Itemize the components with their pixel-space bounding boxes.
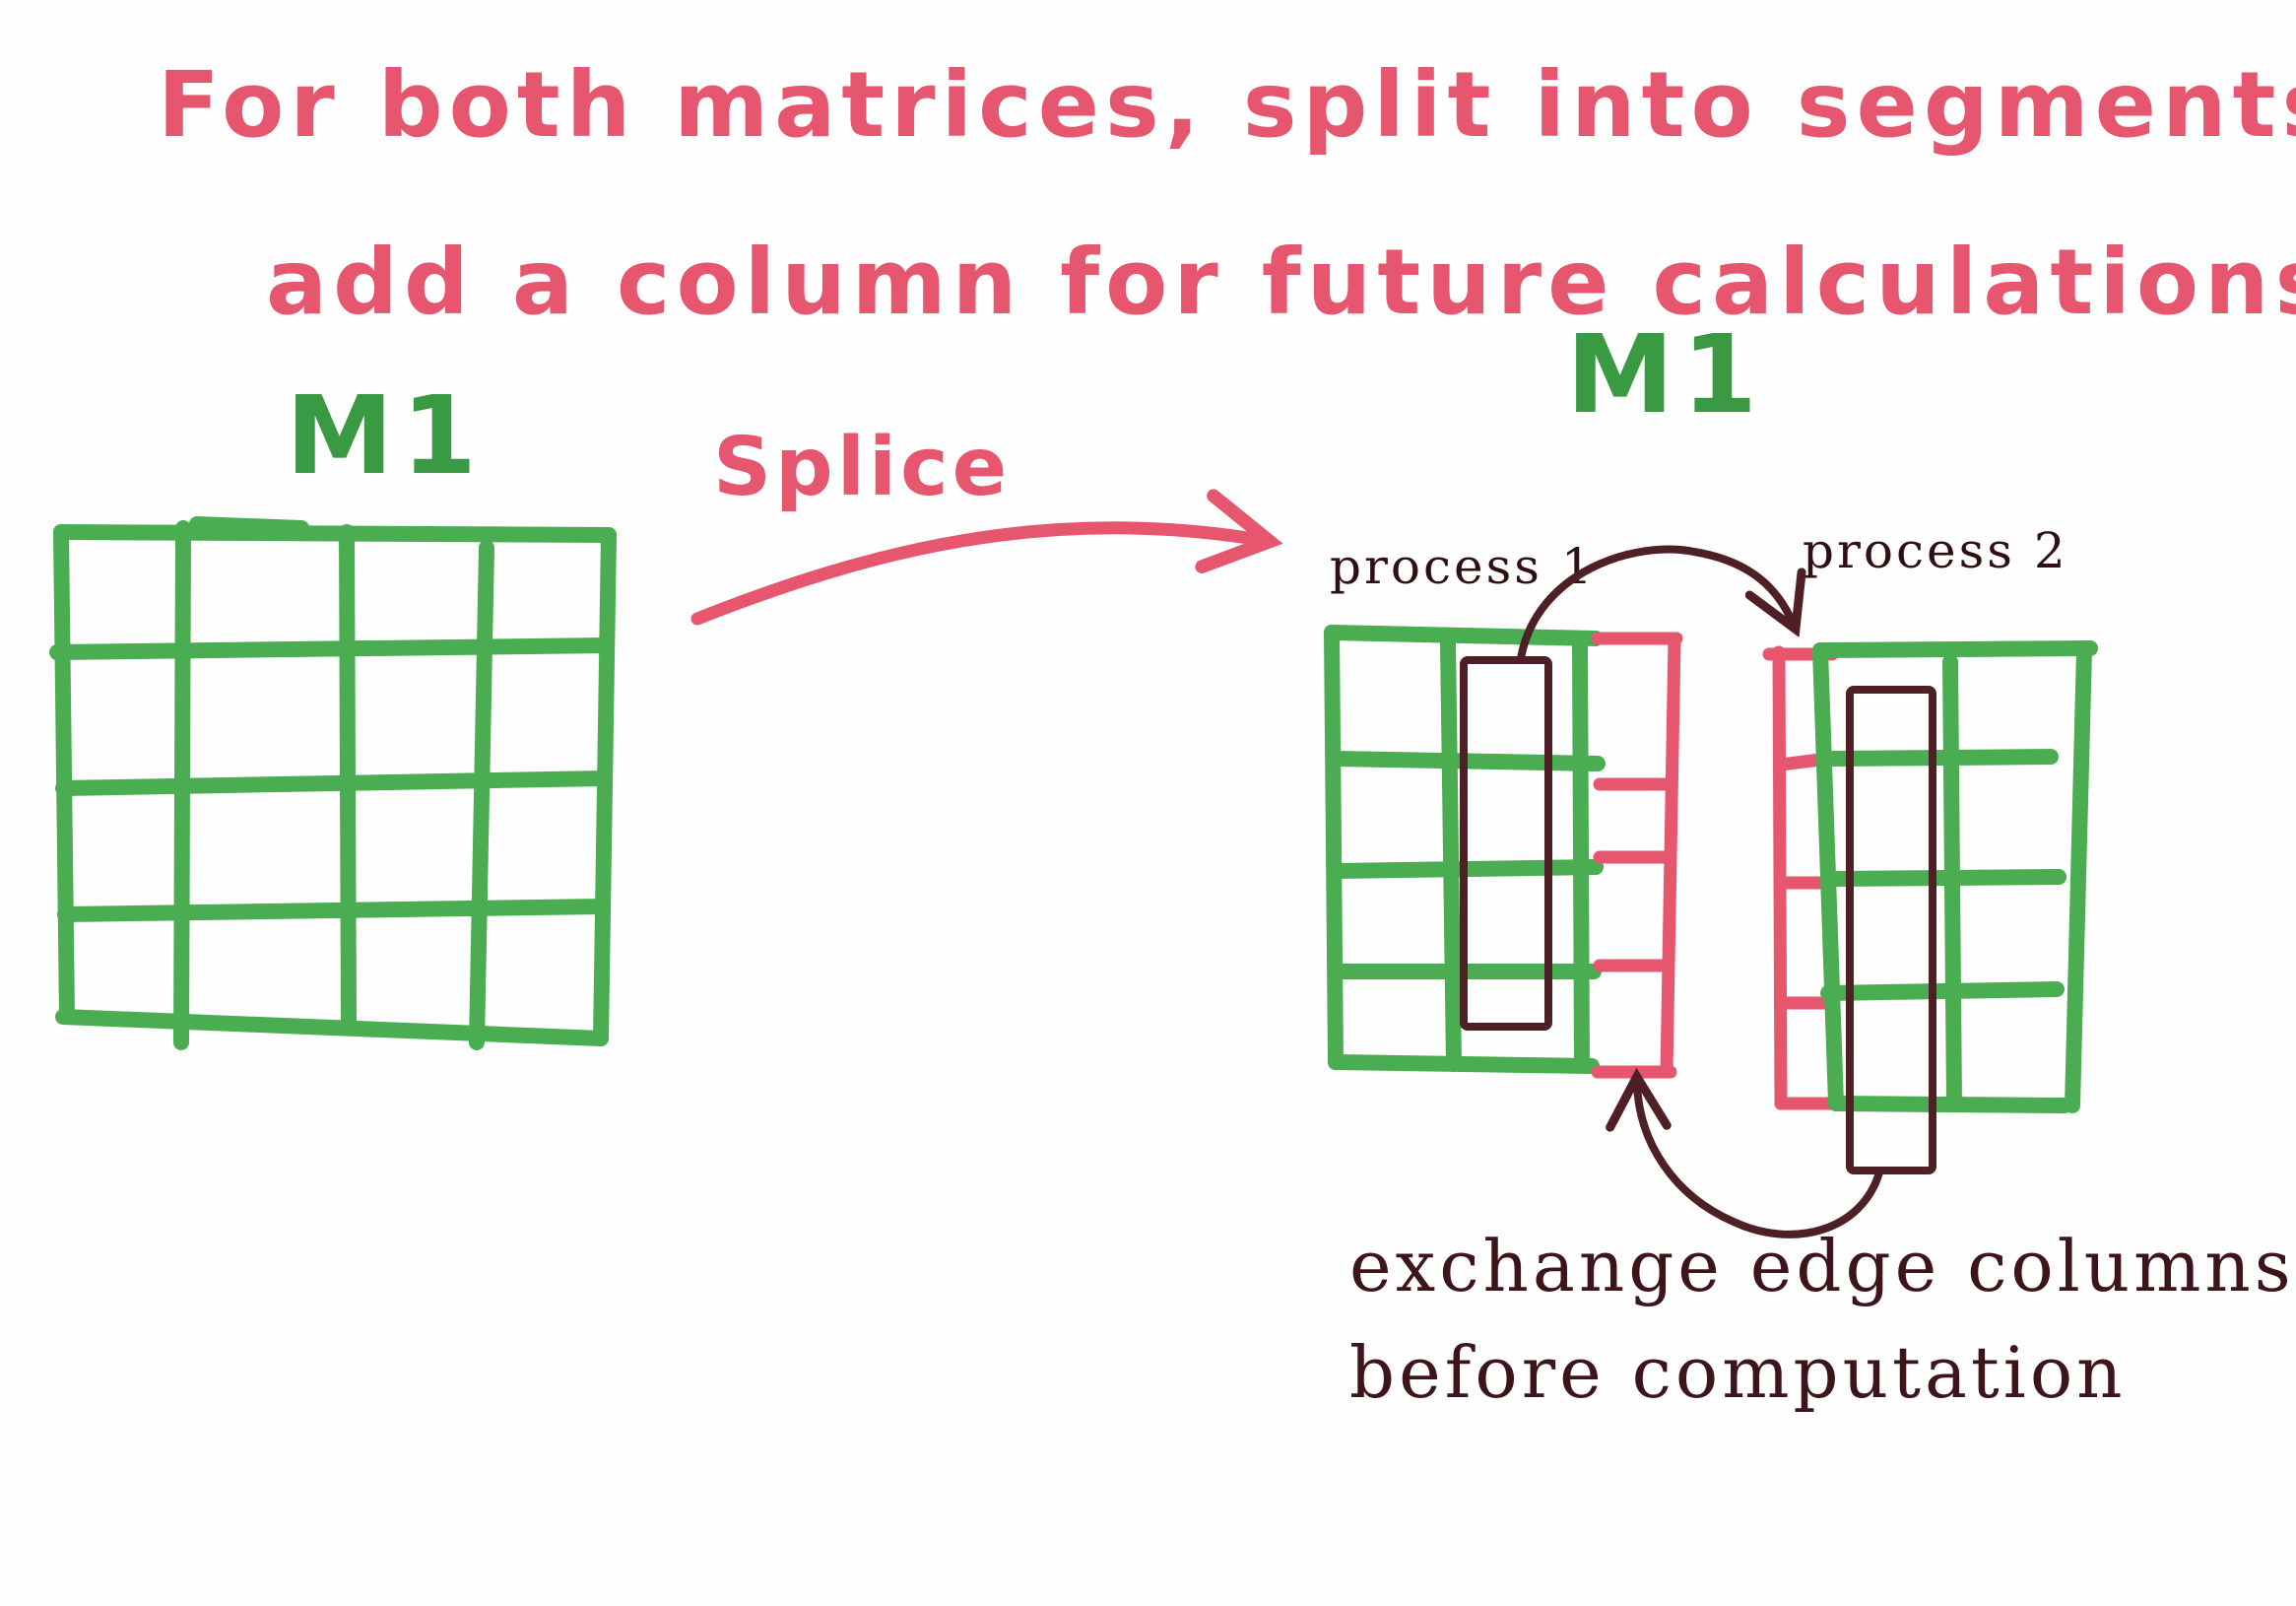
splice-arrow [690, 489, 1283, 626]
note-line-2: before computation [1349, 1331, 2127, 1414]
matrix-left-grid [49, 516, 617, 1050]
title-line-1: For both matrices, split into segments a… [158, 52, 2296, 158]
splice-label: Splice [713, 421, 1011, 514]
process-2-segment [1812, 640, 2098, 1113]
process-1-label: process 1 [1330, 538, 1596, 595]
process-1-extra-column [1591, 632, 1683, 1079]
matrix-right-label: M1 [1566, 311, 1765, 437]
process-2-edge-box [1846, 686, 1936, 1174]
process-1-edge-box [1460, 656, 1552, 1031]
note-line-1: exchange edge columns [1349, 1225, 2295, 1307]
matrix-left-label: M1 [286, 372, 485, 499]
exchange-arrow-bottom [1606, 1067, 1883, 1238]
process-2-label: process 2 [1803, 522, 2068, 579]
process-1-segment [1324, 625, 1606, 1074]
exchange-arrow-top [1517, 545, 1806, 662]
title-line-2: add a column for future calculations [266, 230, 2296, 335]
